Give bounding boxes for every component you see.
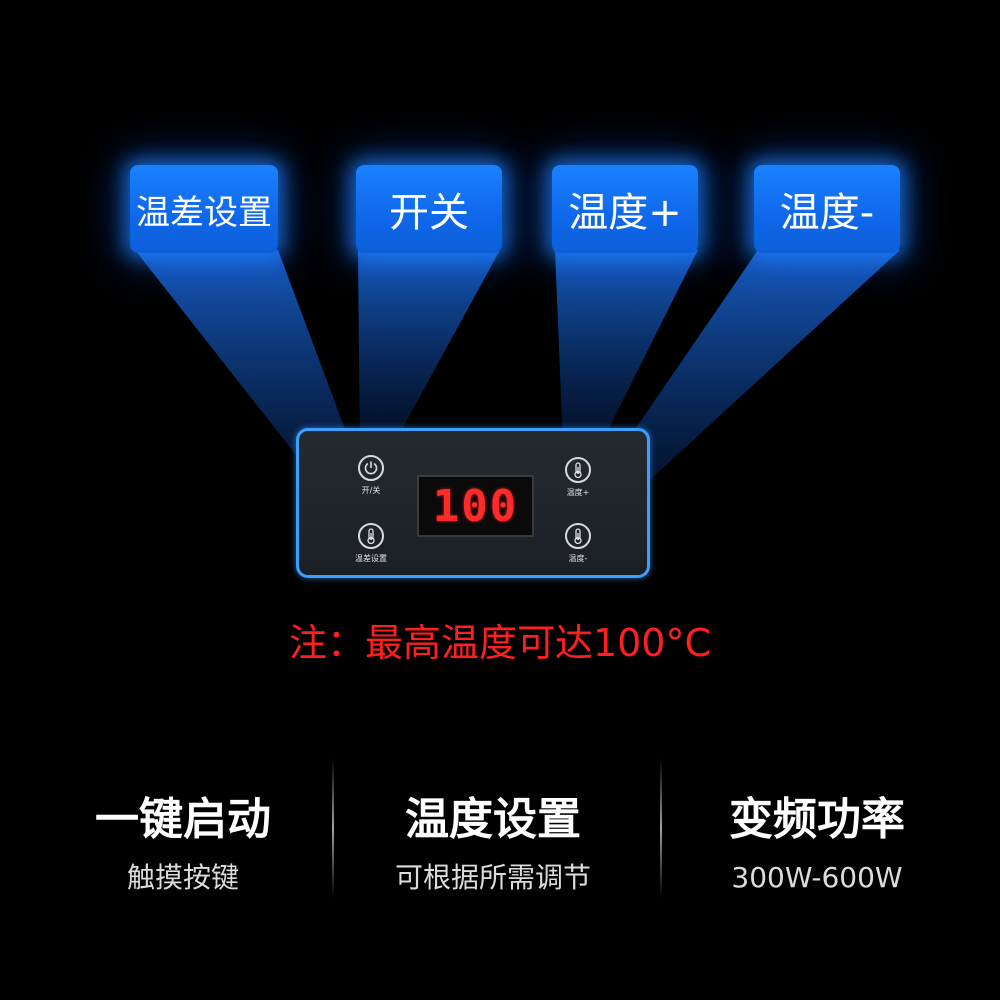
callout-temp-down: 温度- [754, 165, 900, 253]
temp-diff-button[interactable]: 温差设置 [341, 523, 401, 564]
feature-one-key-start: 一键启动 触摸按键 [23, 790, 343, 898]
max-temperature-note: 注：最高温度可达100°C [288, 621, 712, 665]
control-panel: 开/关 温差设置 100 温度+ [296, 428, 650, 578]
temp-down-label: 温度- [568, 554, 588, 563]
thermometer-icon [565, 523, 591, 549]
beam-temp-up [555, 250, 698, 470]
beam-power [358, 250, 500, 462]
thermometer-icon [358, 523, 384, 549]
feature-variable-power: 变频功率 300W-600W [657, 790, 977, 898]
power-label: 开/关 [361, 486, 381, 495]
feature-title: 温度设置 [405, 794, 581, 845]
temp-up-label: 温度+ [566, 488, 590, 497]
divider [332, 758, 334, 898]
callout-temp-diff-setting: 温差设置 [130, 165, 278, 253]
temp-down-button[interactable]: 温度- [548, 523, 608, 564]
feature-temperature-setting: 温度设置 可根据所需调节 [333, 790, 653, 898]
callout-temp-up: 温度+ [552, 165, 698, 253]
display-value: 100 [432, 480, 519, 532]
callout-power: 开关 [356, 165, 502, 253]
temperature-display: 100 [417, 475, 534, 537]
feature-subtitle: 触摸按键 [126, 861, 239, 894]
temp-up-button[interactable]: 温度+ [548, 457, 608, 498]
power-icon [358, 455, 384, 481]
thermometer-icon [565, 457, 591, 483]
feature-subtitle: 可根据所需调节 [394, 861, 591, 894]
feature-title: 变频功率 [729, 794, 905, 845]
feature-subtitle: 300W-600W [731, 861, 903, 894]
feature-title: 一键启动 [95, 794, 271, 845]
temp-diff-label: 温差设置 [355, 554, 387, 563]
divider [660, 758, 662, 898]
power-button[interactable]: 开/关 [341, 455, 401, 496]
